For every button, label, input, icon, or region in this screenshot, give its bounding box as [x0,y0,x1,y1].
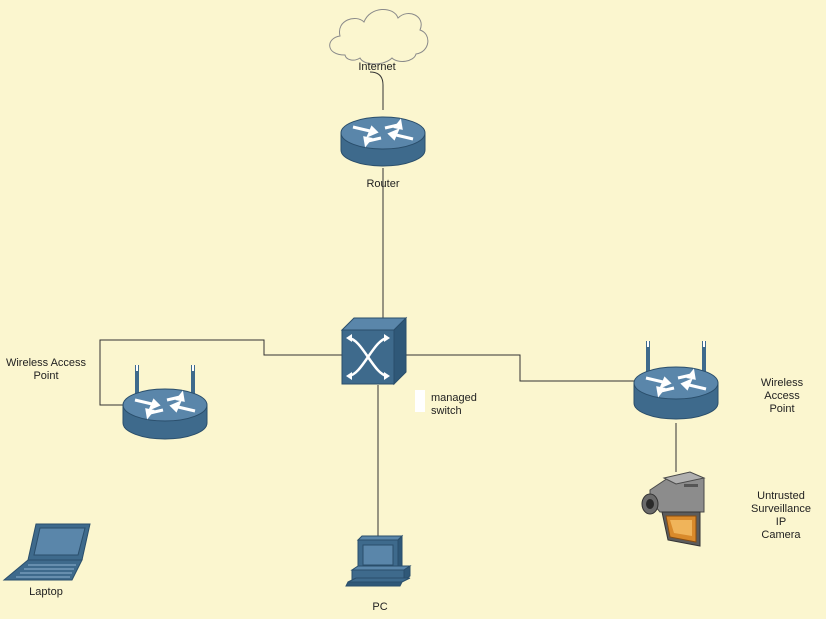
switch-label-backdrop [415,390,425,412]
router-label: Router [366,178,400,190]
switch-label: managed switch [431,392,477,417]
router-icon [340,116,426,167]
wap-right-label: Wireless Access Point [760,377,804,415]
wap-left-label: Wireless Access Point [5,357,87,382]
pc-label: PC [372,601,388,613]
links [99,71,677,538]
camera-label: Untrusted Surveillance IP Camera [751,490,811,541]
link-switch-wap-left [99,339,342,406]
laptop-icon [2,523,91,581]
wireless-router-icon [122,365,208,440]
link-switch-wap-right [406,354,634,382]
video-camera-icon [641,471,706,547]
wireless-router-icon [633,341,719,420]
desktop-pc-icon [345,534,412,587]
laptop-label: Laptop [29,586,63,598]
switch-icon [340,316,408,386]
internet-label: Internet [358,61,396,73]
cloud-icon [329,9,429,65]
link-internet-router [369,71,384,110]
